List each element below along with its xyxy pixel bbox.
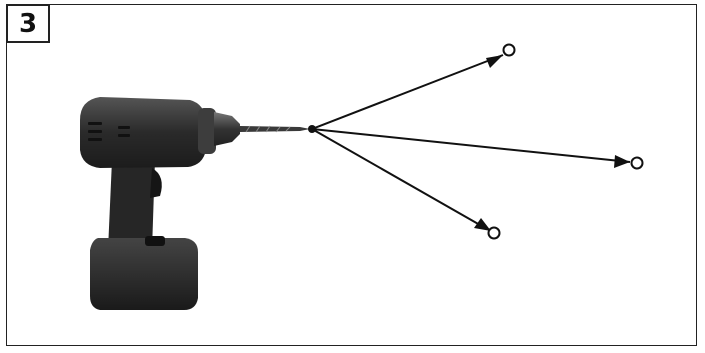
- step-number: 3: [18, 8, 38, 39]
- arrowheads: [474, 55, 630, 231]
- arrow-lower-line: [311, 128, 488, 230]
- direction-arrows: [311, 54, 631, 230]
- torque-collar: [198, 108, 216, 154]
- target-circle-lower: [487, 226, 501, 240]
- drill-chuck: [214, 112, 240, 146]
- arrowhead-upper: [486, 55, 503, 68]
- arrowhead-right: [614, 155, 630, 168]
- drill-trigger: [150, 168, 162, 198]
- drill-body: [80, 97, 206, 168]
- drill-illustration: [80, 97, 310, 310]
- arrow-upper-line: [311, 54, 504, 130]
- battery-release-button: [145, 236, 165, 246]
- drill-battery: [90, 238, 198, 310]
- target-circles: [487, 43, 644, 240]
- arrow-right-line: [311, 128, 631, 163]
- target-circle-upper: [502, 43, 516, 57]
- target-circle-right: [630, 156, 644, 170]
- step-number-badge: 3: [6, 4, 50, 43]
- drill-vents: [88, 122, 130, 141]
- drill-bit: [240, 126, 310, 132]
- drill-handle: [108, 160, 155, 250]
- arrowhead-lower: [474, 218, 491, 231]
